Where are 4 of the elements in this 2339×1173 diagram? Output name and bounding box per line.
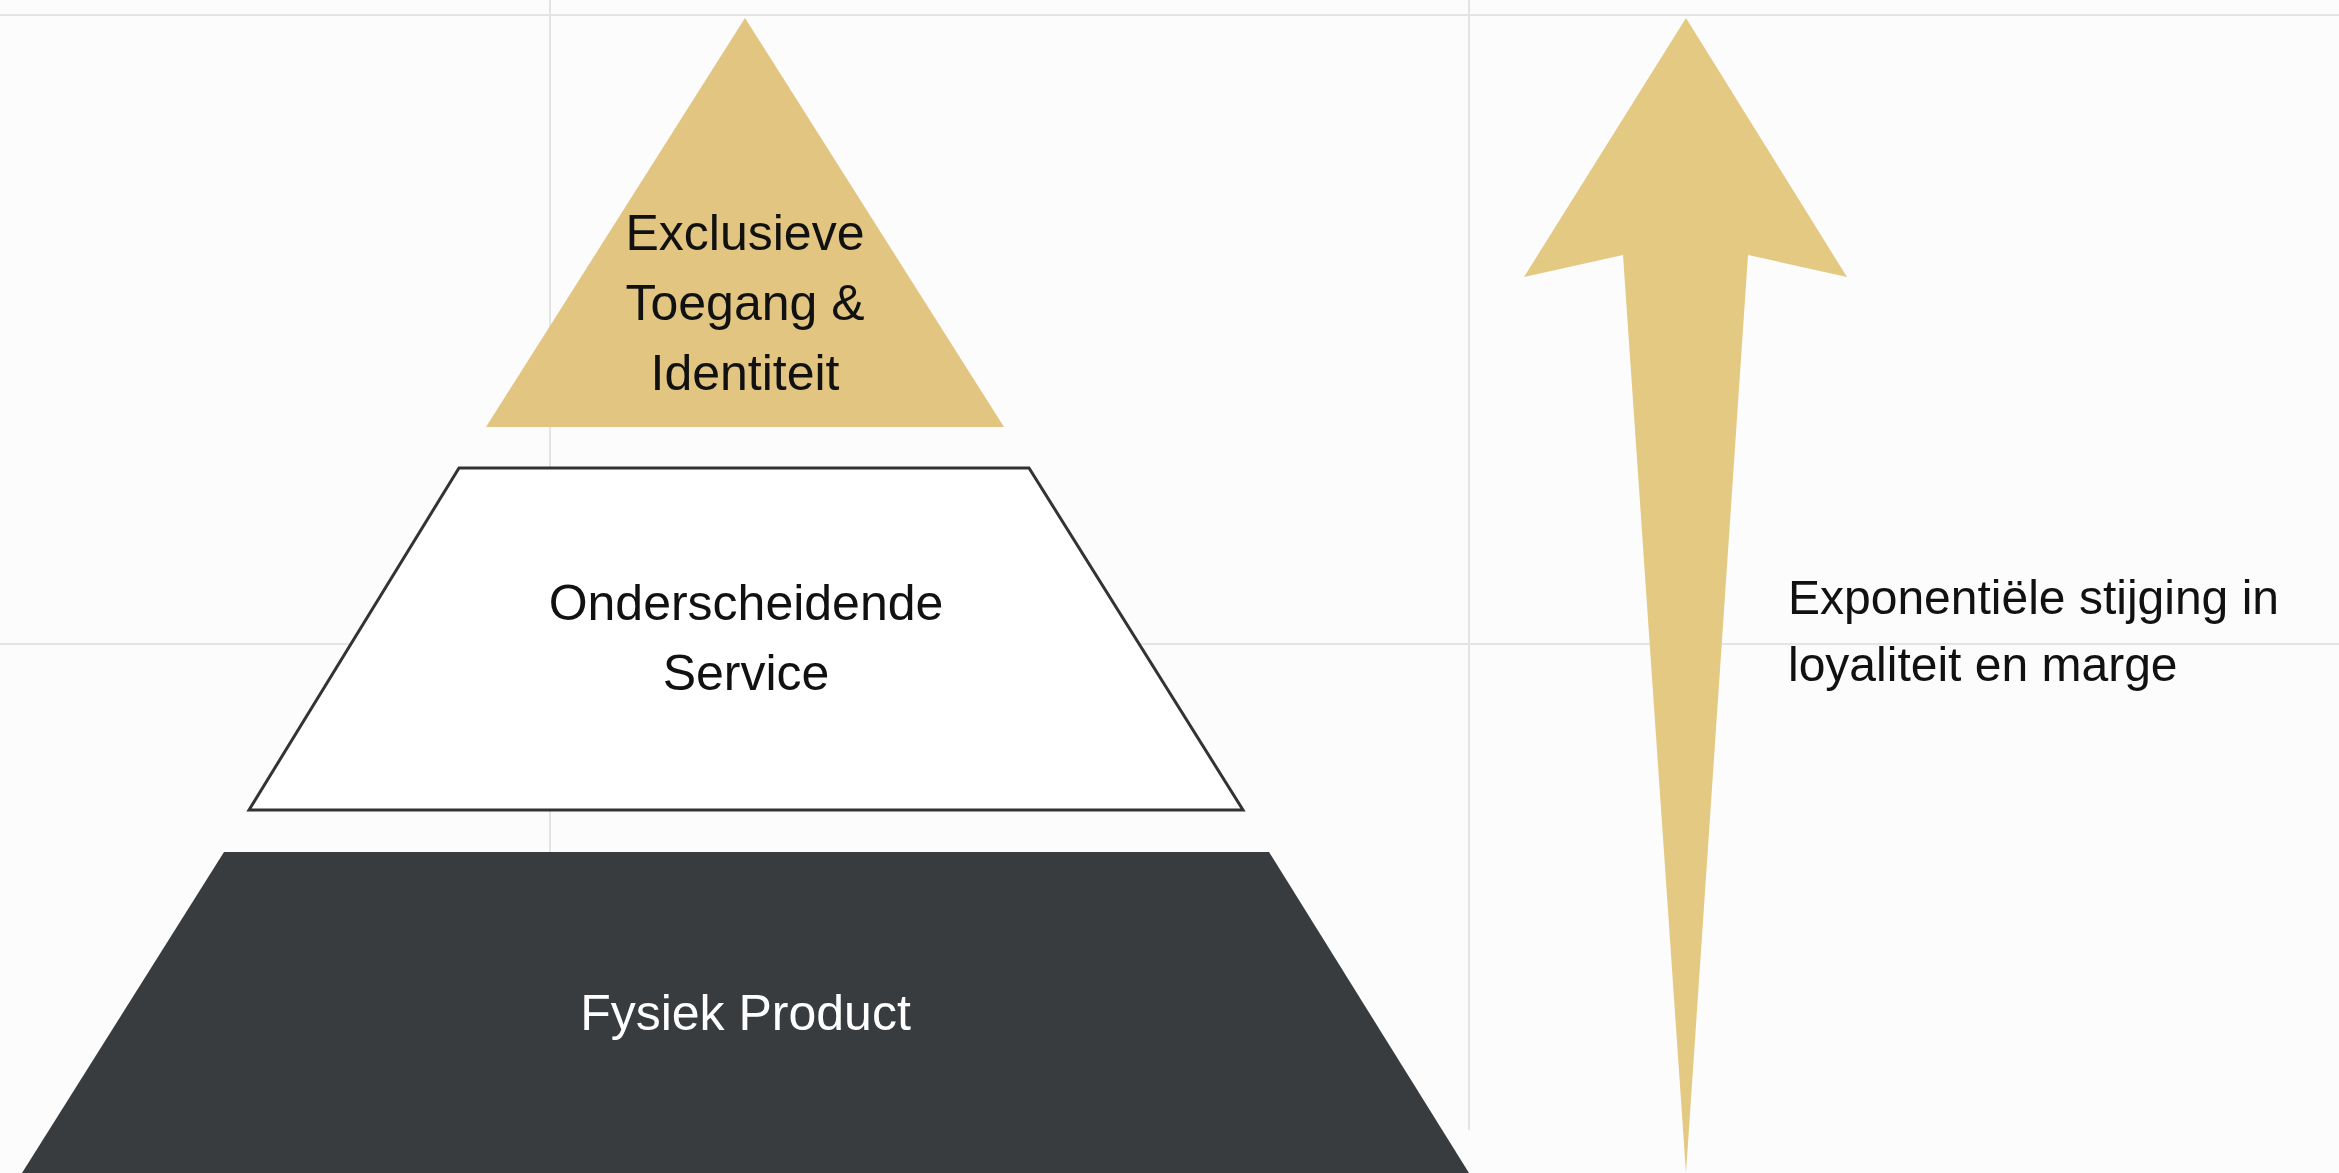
tier-label: Fysiek Product [579, 984, 912, 1043]
annotation-text: Exponentiële stijging in loyaliteit en marge [1788, 570, 2280, 693]
tier-label: Onderscheidende Service [547, 574, 945, 703]
tier-label: Exclusieve Toegang & Identiteit [624, 204, 866, 403]
